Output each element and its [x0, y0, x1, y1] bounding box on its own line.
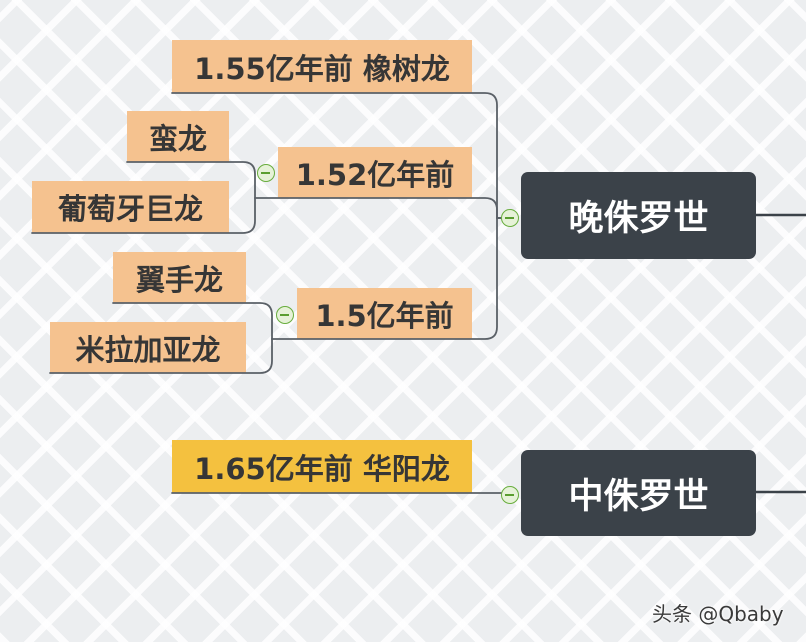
subtopic-label: 米拉加亚龙: [75, 332, 221, 367]
subtopic-pterodactylus[interactable]: 翼手龙: [113, 252, 246, 303]
subtopic-label: 蛮龙: [148, 121, 207, 156]
subtopic-150ma[interactable]: 1.5亿年前: [297, 288, 472, 339]
collapse-icon[interactable]: [276, 306, 294, 324]
subtopic-miragaia[interactable]: 米拉加亚龙: [50, 322, 246, 373]
subtopic-165ma-huayangosaurus[interactable]: 1.65亿年前 华阳龙: [172, 440, 472, 493]
collapse-icon[interactable]: [501, 486, 519, 504]
collapse-icon[interactable]: [501, 209, 519, 227]
subtopic-lusotitan[interactable]: 葡萄牙巨龙: [32, 181, 229, 233]
subtopic-torvosaurus[interactable]: 蛮龙: [127, 111, 229, 162]
main-topic-label: 中侏罗世: [568, 476, 709, 517]
connector-line: [254, 197, 511, 219]
subtopic-label: 1.5亿年前: [315, 298, 454, 333]
subtopic-label: 1.65亿年前 华阳龙: [194, 451, 450, 486]
subtopic-label: 翼手龙: [135, 262, 223, 297]
main-topic-late-jurassic[interactable]: 晚侏罗世: [521, 172, 756, 259]
main-topic-label: 晚侏罗世: [568, 199, 709, 239]
subtopic-label: 1.52亿年前: [295, 157, 455, 192]
subtopic-label: 葡萄牙巨龙: [57, 192, 203, 226]
subtopic-152ma[interactable]: 1.52亿年前: [278, 147, 472, 198]
subtopic-label: 1.55亿年前 橡树龙: [194, 51, 450, 86]
watermark: 头条 @Qbaby: [652, 602, 784, 626]
collapse-icon[interactable]: [257, 164, 275, 182]
subtopic-155ma-dryosaurus[interactable]: 1.55亿年前 橡树龙: [172, 40, 472, 93]
main-topic-middle-jurassic[interactable]: 中侏罗世: [521, 450, 756, 536]
